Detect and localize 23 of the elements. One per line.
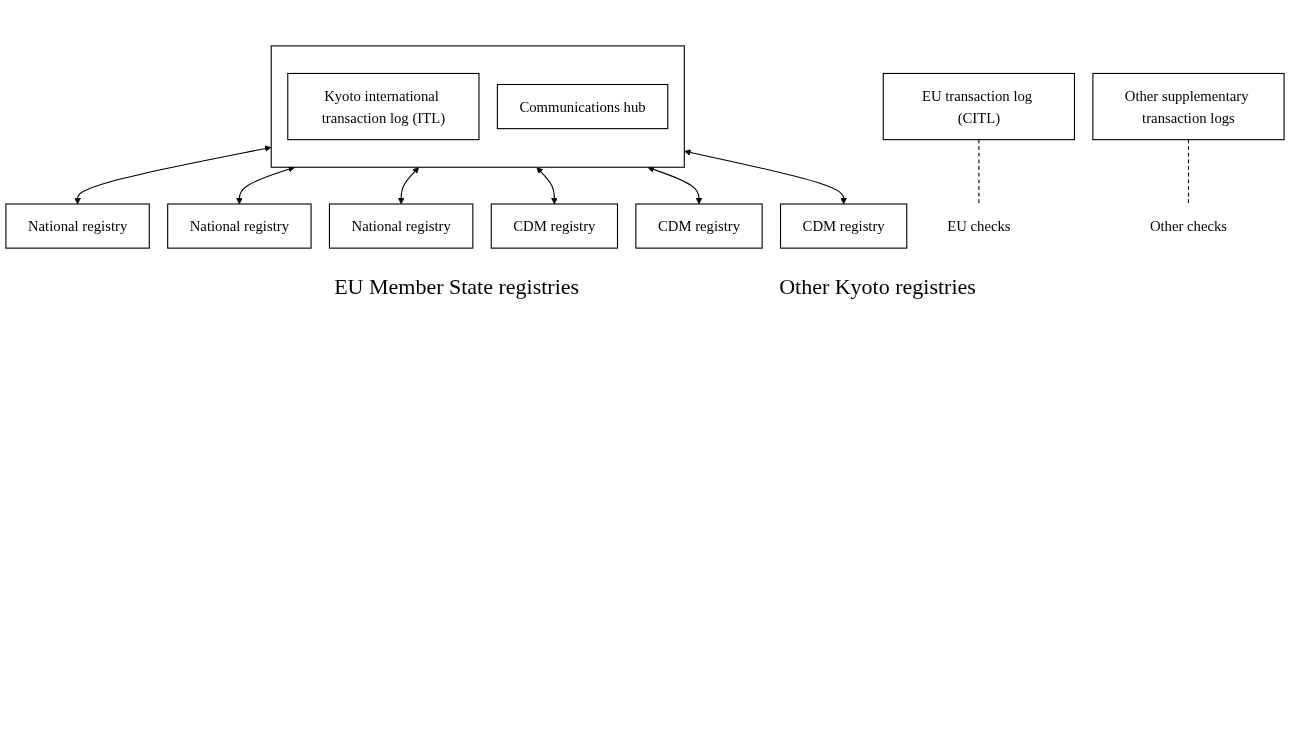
node-text: EU checks [947,217,1011,235]
node-box: Communications hub [496,83,669,130]
connector [1187,139,1190,205]
node-box: CDM registry [490,203,619,249]
connector [978,139,980,205]
arrow [536,167,558,205]
group-caption: Other Kyoto registries [779,274,976,300]
node-box: CDM registry [635,203,763,249]
node-box: CDM registry [779,203,908,249]
node-box: EU transaction log (CITL) [882,72,1076,141]
node-box: Kyoto international transaction log (ITL) [287,72,480,141]
node-box: National registry [328,203,474,249]
arrow [684,149,847,205]
cluster [270,45,685,168]
arrow [74,145,272,205]
node-box: Other supplementary transaction logs [1092,72,1285,141]
group-caption: EU Member State registries [334,274,580,300]
node-box: National registry [167,203,312,249]
arrow [397,167,420,205]
node-box: National registry [5,203,150,249]
arrow [647,166,703,205]
node-text: Other checks [1149,217,1228,235]
arrow [236,166,295,205]
